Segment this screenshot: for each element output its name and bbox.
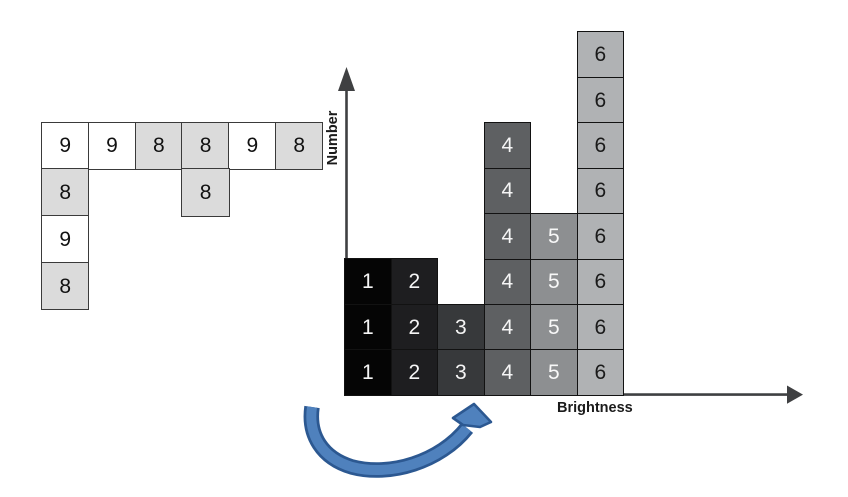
- histogram-cell: 2: [390, 303, 439, 351]
- transform-arrow-icon: [303, 402, 493, 478]
- histogram-cell: 1: [344, 349, 392, 396]
- histogram-cell: 5: [530, 303, 578, 351]
- x-axis-arrowhead-icon: [787, 385, 803, 404]
- histogram-cell: 4: [483, 122, 532, 169]
- histogram-cell: 4: [483, 212, 532, 260]
- transform-arrow-body: [306, 406, 471, 475]
- histogram-cell: 5: [530, 349, 578, 396]
- histogram-cell: 6: [576, 122, 625, 169]
- histogram-cell: 6: [576, 258, 625, 305]
- histogram-cell: 3: [437, 349, 485, 396]
- histogram-cell: 4: [483, 258, 532, 305]
- pixel-cell: 9: [228, 121, 277, 170]
- pixel-cell: 8: [181, 168, 230, 217]
- histogram-cell: 6: [576, 31, 625, 78]
- histogram-cell: 2: [390, 349, 439, 396]
- histogram-cell: 6: [576, 303, 625, 351]
- histogram-cell: 4: [483, 349, 532, 396]
- pixel-cell: 8: [181, 121, 230, 170]
- pixel-cell: 8: [134, 121, 183, 170]
- y-axis-label: Number: [325, 110, 341, 166]
- histogram-cell: 5: [530, 258, 578, 305]
- pixel-cell: 8: [275, 121, 324, 170]
- histogram-cell: 2: [390, 258, 439, 305]
- histogram-cell: 3: [437, 303, 485, 351]
- pixel-cell: 8: [41, 168, 90, 217]
- histogram-cell: 1: [344, 303, 392, 351]
- pixel-cell: 9: [41, 215, 90, 264]
- transform-arrowhead-icon: [451, 402, 493, 429]
- histogram-cell: 6: [576, 212, 625, 260]
- x-axis-label: Brightness: [557, 400, 633, 416]
- pixel-cell: 9: [87, 121, 137, 170]
- histogram-cell: 6: [576, 167, 625, 215]
- pixel-cell: 8: [41, 261, 90, 311]
- pixel-cell: 9: [41, 121, 90, 170]
- histogram-cell: 4: [483, 167, 532, 215]
- histogram-cell: 6: [576, 349, 625, 396]
- y-axis-arrowhead-icon: [338, 67, 355, 91]
- histogram-cell: 1: [344, 258, 392, 305]
- histogram-cell: 6: [576, 76, 625, 124]
- histogram-cell: 5: [530, 212, 578, 260]
- histogram-cell: 4: [483, 303, 532, 351]
